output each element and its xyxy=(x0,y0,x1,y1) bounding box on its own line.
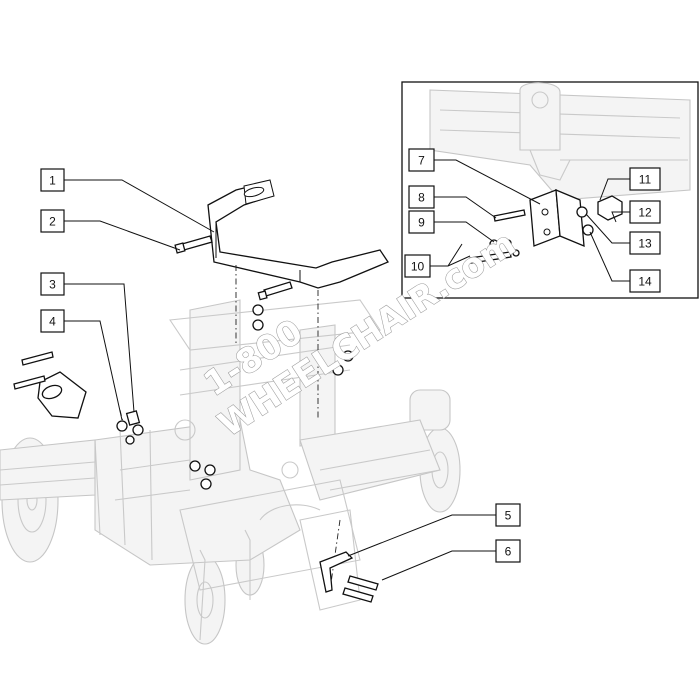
callout-12: 12 xyxy=(629,200,661,224)
svg-text:13: 13 xyxy=(638,237,652,251)
svg-text:11: 11 xyxy=(639,173,652,187)
part-6-bolts xyxy=(342,575,379,603)
left-clamp-bracket xyxy=(13,351,87,419)
callout-5: 5 xyxy=(495,503,521,527)
callout-14: 14 xyxy=(629,269,661,293)
callout-13: 13 xyxy=(629,231,661,255)
svg-text:3: 3 xyxy=(49,278,56,292)
svg-text:14: 14 xyxy=(638,275,652,289)
svg-text:6: 6 xyxy=(505,545,512,559)
svg-text:9: 9 xyxy=(418,216,425,230)
callout-6: 6 xyxy=(495,539,521,563)
svg-text:1: 1 xyxy=(49,174,56,188)
svg-text:10: 10 xyxy=(411,260,425,274)
svg-text:12: 12 xyxy=(638,206,652,220)
part-5-bracket xyxy=(319,551,354,593)
svg-text:8: 8 xyxy=(418,191,425,205)
part-2-bolt xyxy=(174,235,213,254)
callout-2: 2 xyxy=(40,209,65,233)
callout-4: 4 xyxy=(40,309,65,333)
wheelchair-base-ghost xyxy=(0,299,461,645)
callout-9: 9 xyxy=(408,210,435,234)
callout-1: 1 xyxy=(40,168,65,192)
svg-text:2: 2 xyxy=(49,215,56,229)
callout-11: 11 xyxy=(629,167,661,191)
nut-cluster-center xyxy=(189,304,354,490)
callout-3: 3 xyxy=(40,272,65,296)
part-3-4-hardware xyxy=(116,410,144,445)
svg-text:4: 4 xyxy=(49,315,56,329)
callout-10: 10 xyxy=(404,254,431,278)
svg-text:7: 7 xyxy=(418,154,425,168)
bolt-upper-right xyxy=(257,281,293,301)
svg-text:5: 5 xyxy=(505,509,512,523)
part-1-bar xyxy=(207,179,389,289)
leader-lines xyxy=(64,159,630,581)
callout-8: 8 xyxy=(408,185,435,209)
callout-7: 7 xyxy=(408,148,435,172)
